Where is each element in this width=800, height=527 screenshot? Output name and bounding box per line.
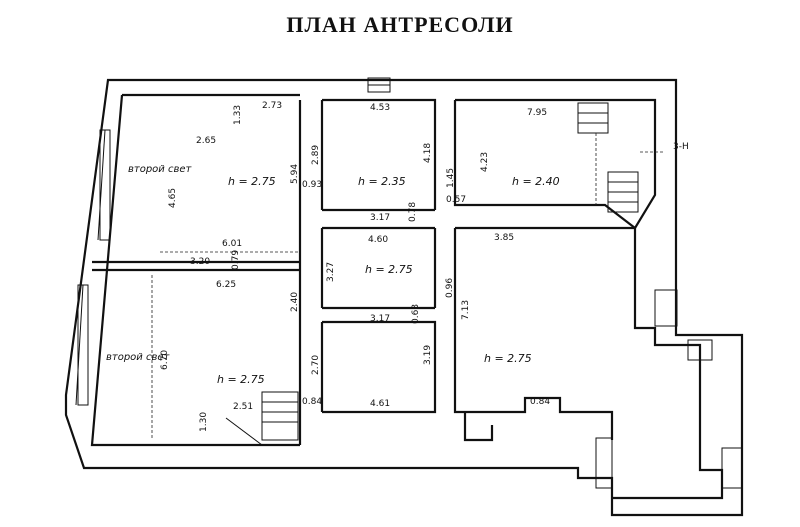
room2-dim: 0.78: [408, 202, 418, 222]
room1-dim: 1.33: [233, 105, 243, 125]
room1-label: второй свет: [128, 164, 193, 175]
room2-dim: 4.53: [370, 103, 390, 113]
room5-dim: 7.13: [461, 300, 471, 320]
room2-dim: 3.17: [370, 213, 390, 223]
room6-height: h = 2.75: [217, 373, 265, 386]
room1-height: h = 2.75: [228, 175, 276, 188]
room2-dim: 4.18: [423, 143, 433, 163]
room2-height: h = 2.35: [358, 175, 406, 188]
room7-dim: 3.19: [423, 345, 433, 365]
room5-height: h = 2.75: [484, 352, 532, 365]
room3-dim: 0.57: [446, 195, 466, 205]
room3-dim: 7.95: [527, 108, 547, 118]
room3-dim: 3-H: [673, 142, 689, 152]
room5-dim: 3.85: [494, 233, 514, 243]
dashed-lines: [151, 133, 664, 440]
room6-dim: 1.30: [199, 412, 209, 432]
room6-dim: 3.20: [190, 257, 210, 267]
room4-dim: 4.60: [368, 235, 388, 245]
room6-dim: 6.25: [216, 280, 236, 290]
room4-dim: 3.27: [326, 262, 336, 282]
room4-dim: 3.17: [370, 314, 390, 324]
room1-dim: 2.65: [196, 136, 216, 146]
room1-dim: 6.01: [222, 239, 242, 249]
room3-dim: 4.23: [480, 152, 490, 172]
room4-dim: 0.96: [445, 278, 455, 298]
room7-dim: 4.61: [370, 399, 390, 409]
room5-dim: 0.84: [530, 397, 550, 407]
room6-dim: 2.70: [311, 355, 321, 375]
room1-dim: 5.94: [290, 164, 300, 184]
room2-dim: 0.93: [302, 180, 322, 190]
outer-walls: [64, 78, 744, 517]
room6-dim: 2.40: [290, 292, 300, 312]
plan-title: ПЛАН АНТРЕСОЛИ: [286, 12, 514, 37]
room1-dim: 2.73: [262, 101, 282, 111]
room4-dim: 0.63: [411, 304, 421, 324]
room1-dim: 4.65: [168, 188, 178, 208]
room6-label: второй свет: [106, 352, 171, 363]
room2-dim: 2.89: [311, 145, 321, 165]
room6-dim: 2.51: [233, 402, 253, 412]
room6-dim: 6.70: [160, 350, 170, 370]
room6-dim: 0.79: [231, 250, 241, 270]
room6-dim: 0.84: [302, 397, 322, 407]
windows: [75, 77, 743, 489]
room3-height: h = 2.40: [512, 175, 560, 188]
room4-height: h = 2.75: [365, 263, 413, 276]
stairs: [225, 102, 639, 446]
room3-dim: 1.45: [446, 168, 456, 188]
